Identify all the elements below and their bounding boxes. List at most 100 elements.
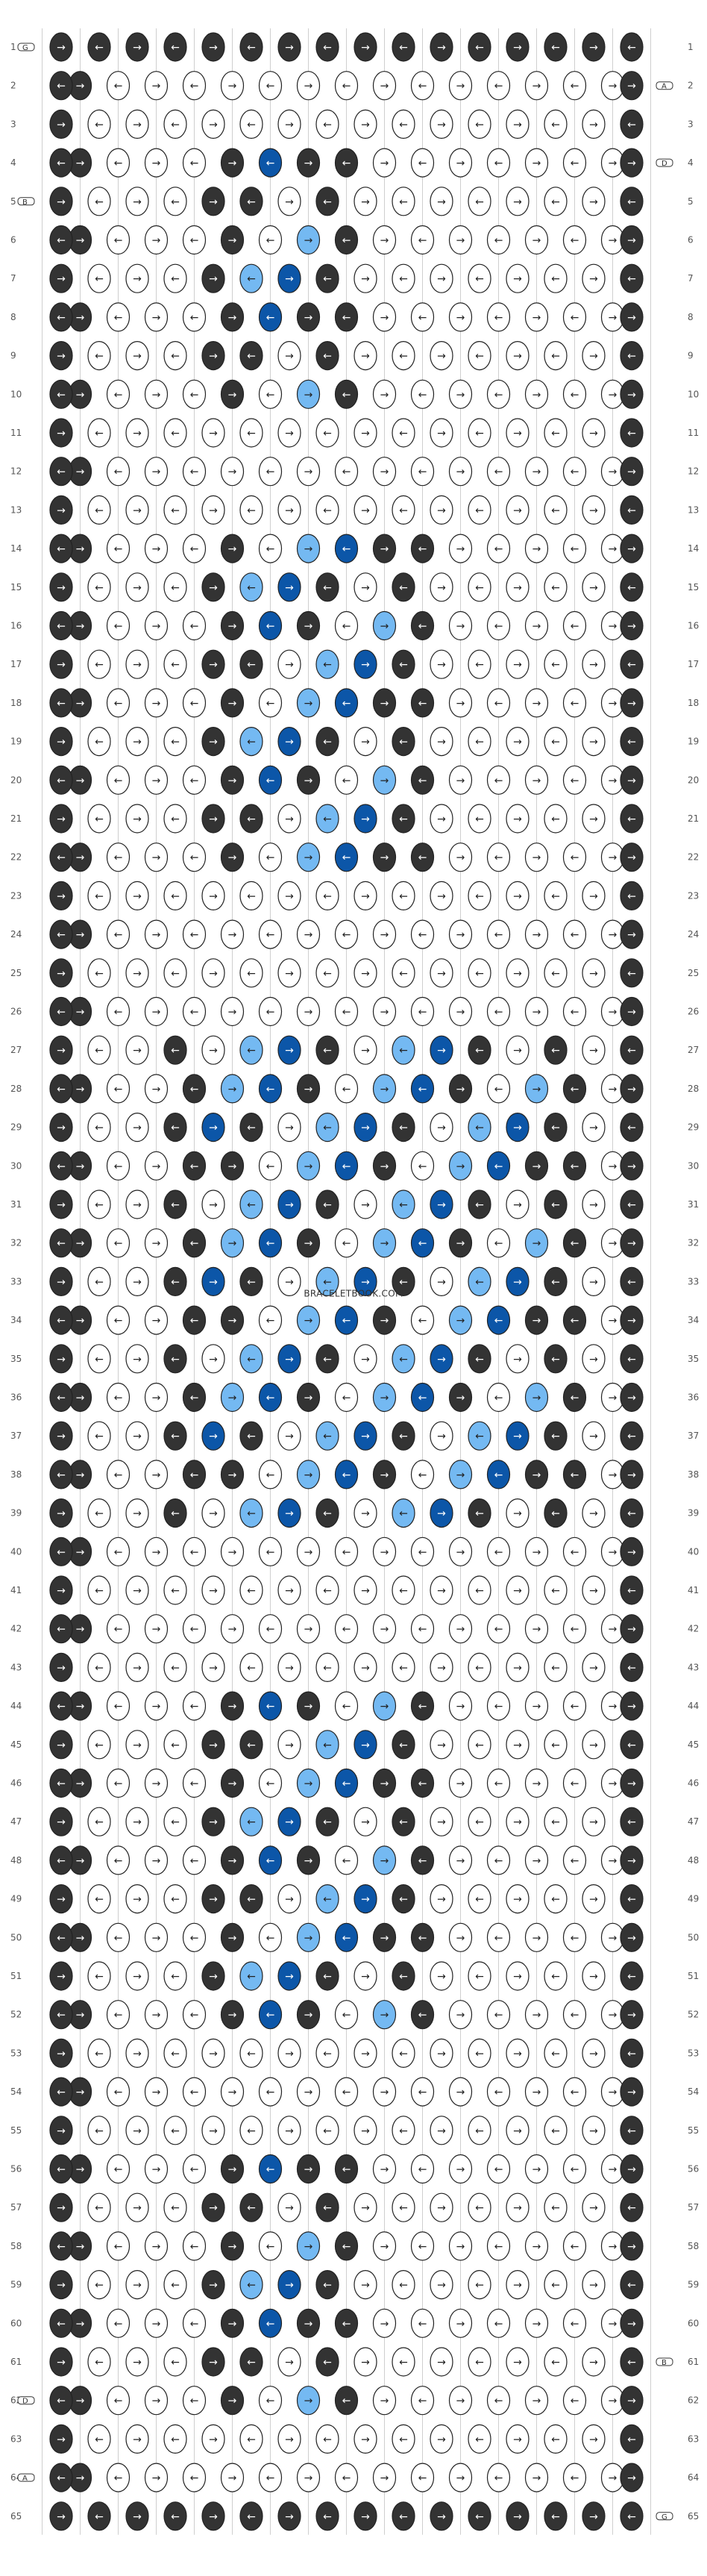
knot[interactable] (201, 958, 225, 988)
knot[interactable] (562, 457, 587, 487)
knot[interactable] (239, 1421, 263, 1451)
knot[interactable] (524, 1536, 549, 1566)
knot[interactable] (106, 1691, 131, 1721)
knot[interactable] (258, 2154, 283, 2184)
knot[interactable] (163, 1421, 187, 1451)
knot[interactable] (201, 1961, 225, 1991)
knot[interactable] (430, 1035, 453, 1065)
knot[interactable] (201, 1344, 225, 1374)
knot[interactable] (258, 379, 283, 409)
knot[interactable] (201, 1189, 225, 1219)
knot[interactable] (354, 109, 377, 139)
edge-knot[interactable] (49, 71, 73, 101)
knot[interactable] (87, 418, 111, 448)
knot[interactable] (106, 2308, 131, 2338)
edge-knot[interactable] (49, 765, 73, 795)
knot[interactable] (296, 1614, 321, 1644)
knot[interactable] (524, 148, 549, 178)
knot[interactable] (410, 2386, 435, 2416)
knot[interactable] (468, 881, 491, 911)
knot[interactable] (392, 1807, 415, 1836)
knot[interactable] (49, 1807, 73, 1836)
knot[interactable] (296, 1536, 321, 1566)
knot[interactable] (49, 1961, 73, 1991)
knot[interactable] (239, 572, 263, 602)
knot[interactable] (410, 1768, 435, 1798)
knot[interactable] (544, 1652, 568, 1682)
knot[interactable] (315, 572, 339, 602)
knot[interactable] (296, 1228, 321, 1258)
edge-knot[interactable] (49, 2231, 73, 2261)
knot[interactable] (430, 1189, 453, 1219)
knot[interactable] (106, 1305, 131, 1335)
knot[interactable] (87, 1035, 111, 1065)
knot[interactable] (620, 1344, 644, 1374)
knot[interactable] (468, 1266, 491, 1297)
knot[interactable] (220, 1074, 245, 1104)
knot[interactable] (506, 2501, 530, 2531)
knot[interactable] (562, 2077, 587, 2107)
knot[interactable] (258, 842, 283, 872)
knot[interactable] (296, 2386, 321, 2416)
knot[interactable] (354, 881, 377, 911)
knot[interactable] (182, 225, 207, 255)
knot[interactable] (201, 2192, 225, 2222)
knot[interactable] (106, 996, 131, 1027)
knot[interactable] (201, 1035, 225, 1065)
knot[interactable] (448, 842, 473, 872)
knot[interactable] (448, 919, 473, 949)
knot[interactable] (239, 1884, 263, 1914)
knot[interactable] (582, 1344, 606, 1374)
knot[interactable] (582, 804, 606, 834)
edge-knot[interactable] (49, 534, 73, 563)
knot[interactable] (582, 109, 606, 139)
knot[interactable] (144, 1768, 169, 1798)
knot[interactable] (544, 495, 568, 525)
knot[interactable] (506, 2347, 530, 2377)
knot[interactable] (524, 765, 549, 795)
knot[interactable] (354, 187, 377, 216)
knot[interactable] (372, 2000, 397, 2030)
knot[interactable] (220, 688, 245, 718)
knot[interactable] (468, 726, 491, 757)
knot[interactable] (239, 649, 263, 679)
knot[interactable] (182, 2463, 207, 2492)
knot[interactable] (506, 1421, 530, 1451)
knot[interactable] (392, 649, 415, 679)
knot[interactable] (582, 495, 606, 525)
knot[interactable] (277, 649, 301, 679)
knot[interactable] (125, 1652, 149, 1682)
edge-knot[interactable] (620, 996, 644, 1027)
knot[interactable] (582, 1807, 606, 1836)
knot[interactable] (410, 1228, 435, 1258)
knot[interactable] (163, 1344, 187, 1374)
knot[interactable] (354, 958, 377, 988)
knot[interactable] (582, 649, 606, 679)
knot[interactable] (430, 2501, 453, 2531)
knot[interactable] (296, 2308, 321, 2338)
knot[interactable] (582, 1575, 606, 1605)
knot[interactable] (258, 1691, 283, 1721)
knot[interactable] (372, 2308, 397, 2338)
knot[interactable] (163, 958, 187, 988)
knot[interactable] (239, 2424, 263, 2454)
knot[interactable] (144, 71, 169, 101)
knot[interactable] (506, 495, 530, 525)
knot[interactable] (144, 2231, 169, 2261)
knot[interactable] (430, 32, 453, 62)
knot[interactable] (258, 1922, 283, 1952)
knot[interactable] (486, 765, 511, 795)
knot[interactable] (201, 1266, 225, 1297)
knot[interactable] (544, 2424, 568, 2454)
edge-knot[interactable] (49, 688, 73, 718)
knot[interactable] (296, 1382, 321, 1413)
knot[interactable] (448, 1922, 473, 1952)
knot[interactable] (392, 1189, 415, 1219)
knot[interactable] (239, 263, 263, 293)
knot[interactable] (562, 2386, 587, 2416)
knot[interactable] (239, 1652, 263, 1682)
knot[interactable] (277, 1035, 301, 1065)
knot[interactable] (562, 1536, 587, 1566)
knot[interactable] (468, 1035, 491, 1065)
knot[interactable] (49, 1035, 73, 1065)
